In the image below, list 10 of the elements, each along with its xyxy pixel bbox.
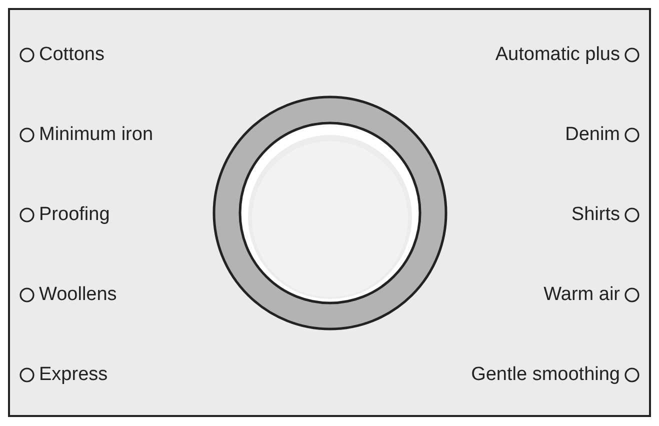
programme-label: Minimum iron [39,124,154,146]
programme-label: Cottons [39,44,104,66]
programme-label: Express [39,364,108,386]
programme-label: Shirts [571,204,620,226]
programme-label: Woollens [39,284,117,306]
programme-label: Gentle smoothing [471,364,620,386]
programme-label: Denim [565,124,620,146]
programme-label: Proofing [39,204,110,226]
programme-label: Warm air [544,284,620,306]
programme-label: Automatic plus [495,44,620,66]
